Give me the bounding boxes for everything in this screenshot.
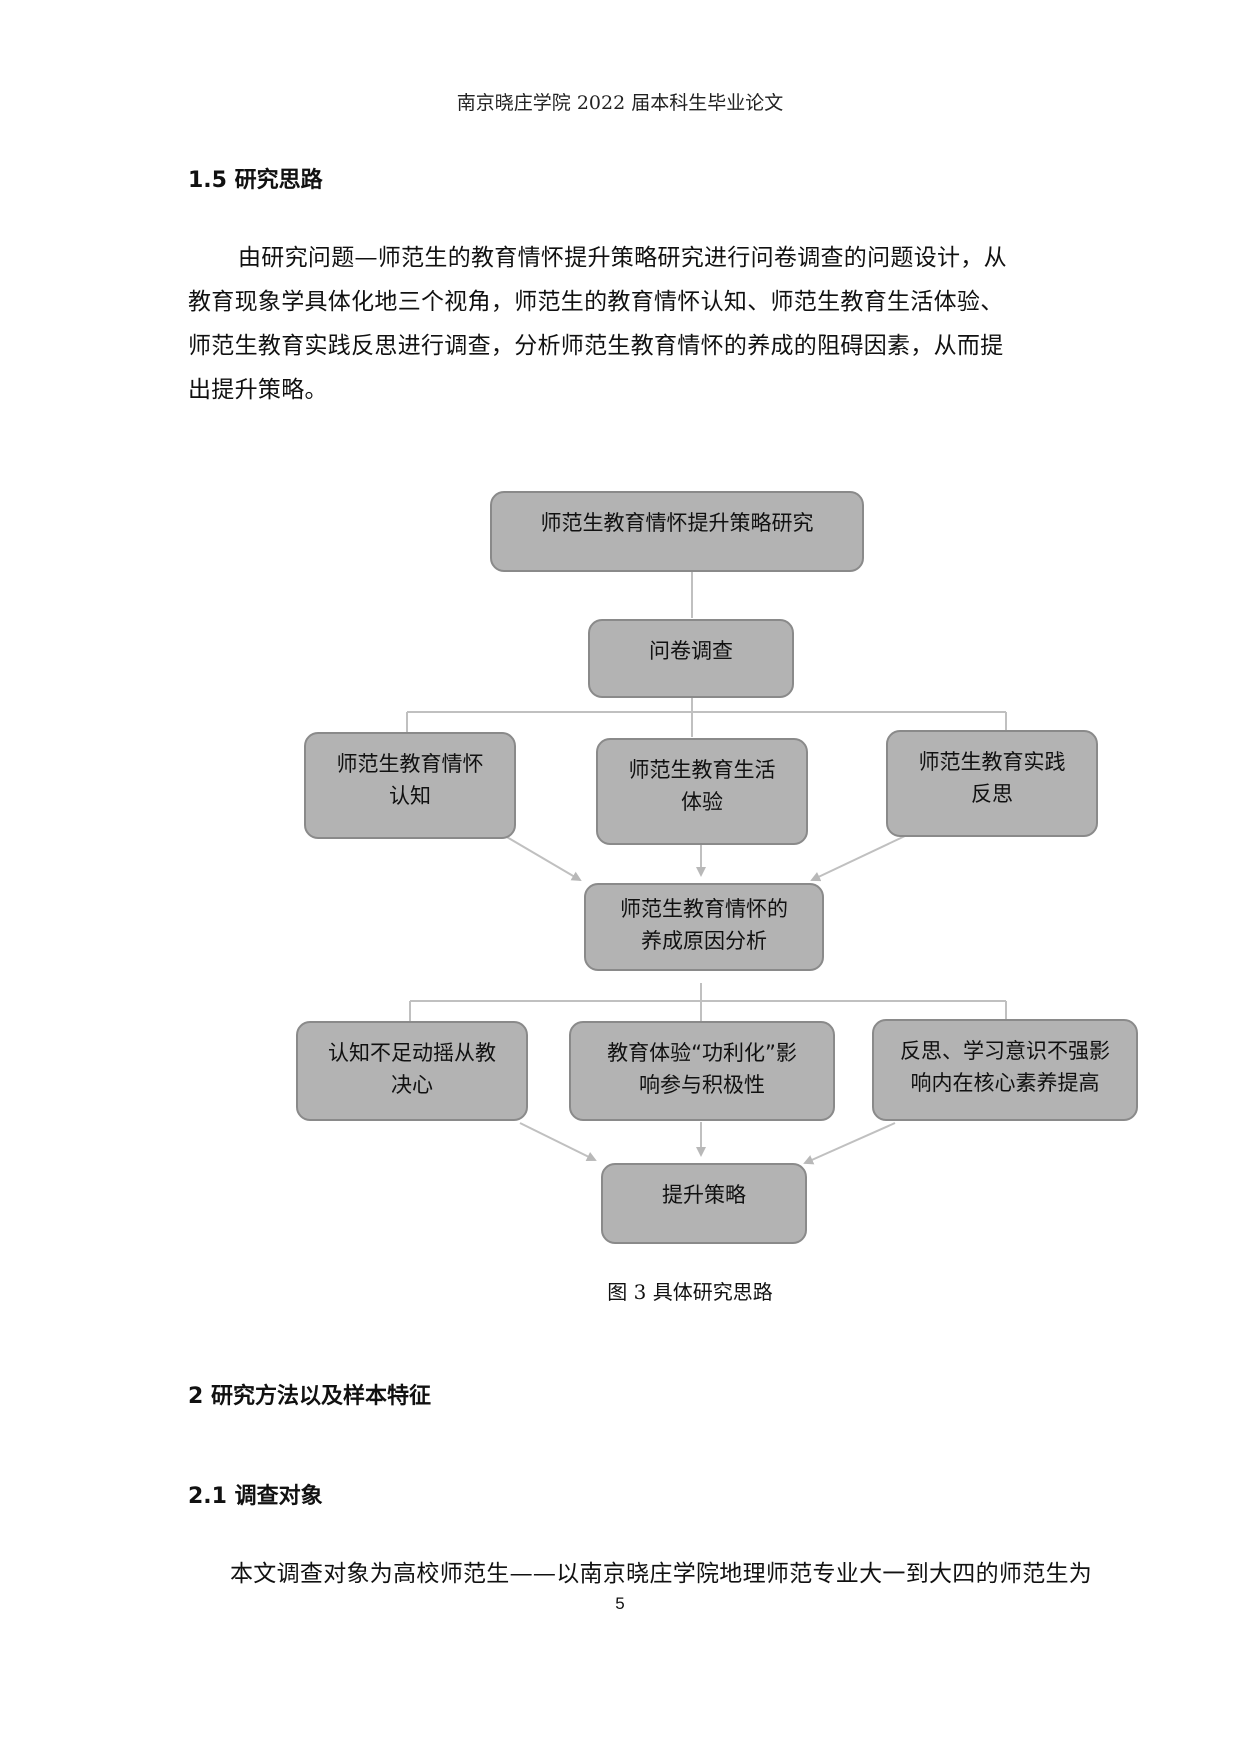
node-strategy: 提升策略 [601, 1163, 807, 1244]
node-factor-utilitarian: 教育体验“功利化”影 响参与积极性 [569, 1021, 835, 1121]
figure-caption: 图 3 具体研究思路 [607, 1280, 773, 1304]
section-1-5-paragraph: 由研究问题—师范生的教育情怀提升策略研究进行问卷调查的问题设计，从 教育现象学具… [188, 236, 1058, 412]
node-view-experience: 师范生教育生活 体验 [596, 738, 808, 845]
node-label: 问卷调查 [649, 639, 733, 663]
node-factor-reflection: 反思、学习意识不强影 响内在核心素养提高 [872, 1019, 1138, 1121]
node-label: 决心 [391, 1073, 433, 1097]
node-view-cognition: 师范生教育情怀 认知 [304, 732, 516, 839]
paragraph-line: 师范生教育实践反思进行调查，分析师范生教育情怀的养成的阻碍因素，从而提 [188, 333, 1004, 359]
paragraph-line: 本文调查对象为高校师范生——以南京晓庄学院地理师范专业大一到大四的师范生为 [230, 1561, 1093, 1587]
page-number: 5 [615, 1594, 625, 1613]
node-label: 师范生教育生活 [628, 758, 776, 782]
node-label: 师范生教育情怀 [336, 752, 484, 776]
node-label: 师范生教育情怀提升策略研究 [540, 511, 814, 535]
running-header: 南京晓庄学院 2022 届本科生毕业论文 [456, 92, 784, 114]
node-view-reflection: 师范生教育实践 反思 [886, 730, 1098, 837]
node-factor-cognition: 认知不足动摇从教 决心 [296, 1021, 528, 1121]
node-label: 响内在核心素养提高 [910, 1071, 1100, 1095]
node-label: 教育体验“功利化”影 [607, 1041, 797, 1065]
paragraph-line: 出提升策略。 [188, 377, 328, 403]
section-heading-2-1: 2.1 调查对象 [188, 1484, 323, 1509]
paragraph-line: 教育现象学具体化地三个视角，师范生的教育情怀认知、师范生教育生活体验、 [188, 289, 1004, 315]
section-heading-2: 2 研究方法以及样本特征 [188, 1384, 431, 1409]
node-label: 养成原因分析 [641, 929, 767, 953]
node-label: 师范生教育实践 [918, 750, 1066, 774]
node-label: 认知 [389, 784, 431, 808]
paragraph-line: 由研究问题—师范生的教育情怀提升策略研究进行问卷调查的问题设计，从 [238, 245, 1007, 271]
node-label: 反思 [971, 782, 1013, 806]
section-heading-1-5: 1.5 研究思路 [188, 168, 323, 193]
node-root: 师范生教育情怀提升策略研究 [490, 491, 864, 572]
node-label: 认知不足动摇从教 [328, 1041, 496, 1065]
node-label: 提升策略 [662, 1183, 746, 1207]
node-label: 师范生教育情怀的 [620, 897, 788, 921]
node-survey: 问卷调查 [588, 619, 794, 698]
node-label: 响参与积极性 [639, 1073, 765, 1097]
node-label: 体验 [681, 790, 723, 814]
node-analysis: 师范生教育情怀的 养成原因分析 [584, 883, 824, 971]
node-label: 反思、学习意识不强影 [900, 1039, 1110, 1063]
section-2-1-paragraph: 本文调查对象为高校师范生——以南京晓庄学院地理师范专业大一到大四的师范生为 [188, 1552, 1093, 1596]
